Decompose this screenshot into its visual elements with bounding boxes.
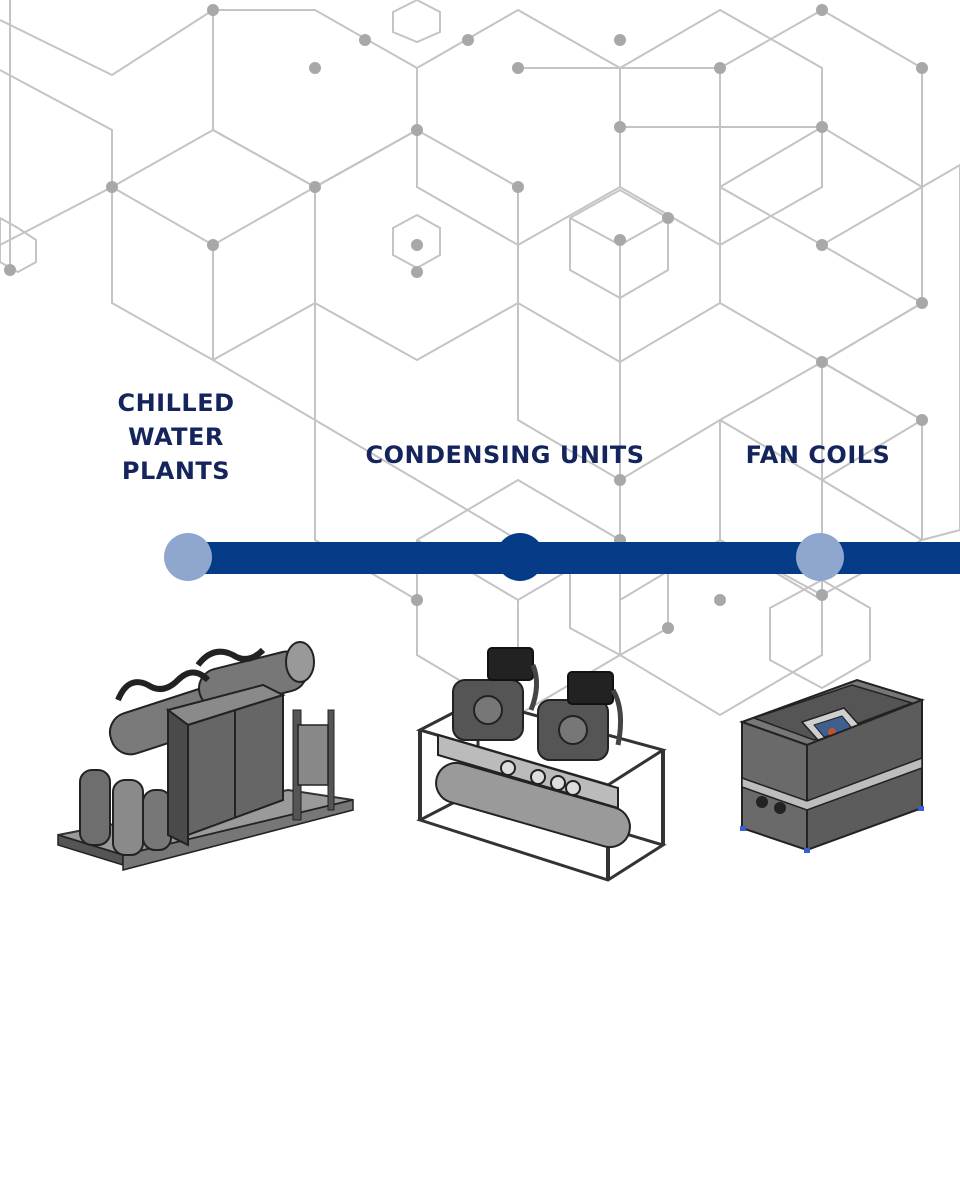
- fan-coil-drawing-icon: [739, 678, 926, 853]
- timeline-node-fan-coils: [796, 533, 844, 581]
- timeline-bar: [188, 542, 960, 574]
- chiller-unit-drawing-icon: [57, 641, 354, 871]
- timeline: [164, 533, 960, 581]
- chilled-water-plants-label: CHILLED WATER PLANTS: [96, 386, 256, 488]
- fan-coils-label: FAN COILS: [745, 441, 891, 469]
- condensing-unit-drawing-icon: [415, 647, 667, 882]
- timeline-node-condensing-units: [496, 533, 544, 581]
- timeline-node-chilled-water-plants: [164, 533, 212, 581]
- chilled-water-plants-line-2: WATER: [128, 423, 224, 451]
- condensing-units-label: CONDENSING UNITS: [365, 441, 645, 469]
- chilled-water-plants-line-3: PLANTS: [121, 457, 231, 485]
- chilled-water-plants-line-1: CHILLED: [117, 389, 235, 417]
